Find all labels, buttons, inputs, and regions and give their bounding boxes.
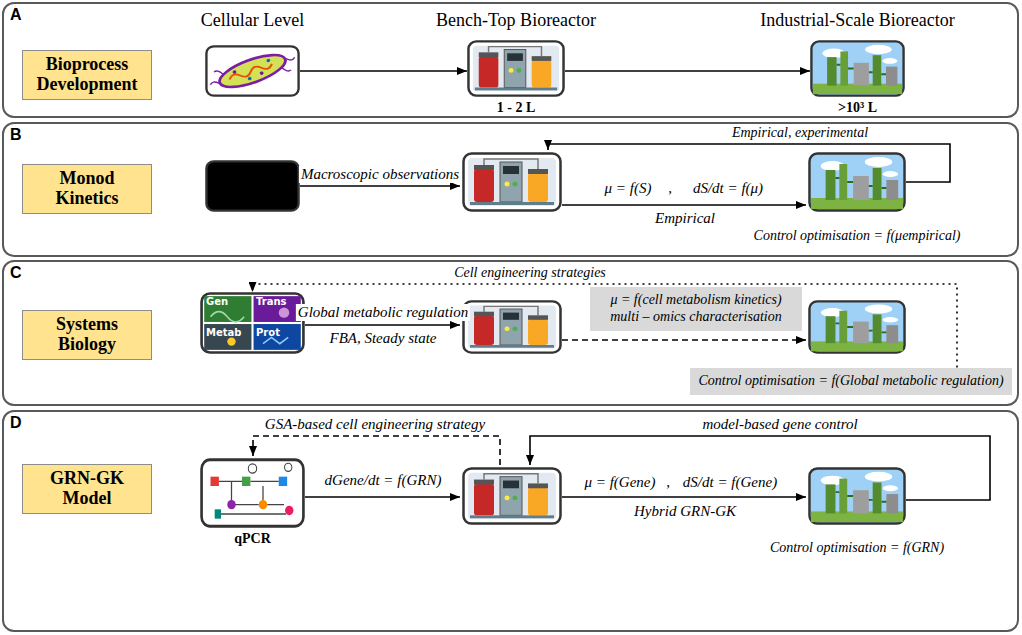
flow-arrow (530, 436, 990, 500)
flow-arrow (562, 496, 806, 498)
icon-heading: Cellular Level (201, 10, 304, 31)
connector-arrow (253, 284, 958, 368)
annotation-label: , (666, 180, 674, 197)
icon-heading: Bench-Top Bioreactor (436, 10, 596, 31)
omics-label: Metab (206, 327, 241, 338)
flow-arrow (305, 324, 460, 326)
row-panel: ABioprocess DevelopmentCellular LevelBen… (2, 2, 1019, 118)
flow-arrow (300, 185, 460, 187)
icon-caption: 1 - 2 L (497, 100, 536, 116)
icon-caption: qPCR (234, 531, 271, 547)
plant-icon (808, 300, 906, 354)
row-letter: A (10, 6, 22, 24)
omics-label: Trans (256, 296, 286, 307)
box-text: Bioprocess Development (29, 55, 145, 95)
box-text: Control optimisation = f(Global metaboli… (698, 373, 1003, 390)
image-box: Gen TransMetab Prot (200, 292, 305, 354)
annotation-label: Empirical, experimental (730, 125, 870, 140)
annotation-label: μ = f(Gene) (583, 474, 658, 491)
flow-arrow (562, 339, 806, 341)
row-letter: D (10, 414, 22, 432)
approach-label-box: GRN-GK Model (22, 464, 152, 514)
annotation-label: FBA, Steady state (327, 330, 438, 347)
box-text: GRN-GK Model (29, 469, 145, 509)
annotation-label: Empirical (653, 210, 717, 227)
plant-icon (808, 152, 906, 212)
approach-label-box: Monod Kinetics (22, 164, 152, 214)
box-text: multi – omics characterisation (610, 309, 782, 326)
image-box: Control optimisation = f(GRN) (808, 467, 906, 525)
omics-label: Gen (206, 296, 228, 307)
image-box: Control optimisation = f(μempirical) (808, 152, 906, 212)
bench-icon (467, 40, 565, 97)
image-box: qPCR (200, 458, 305, 528)
approach-label-box: Bioprocess Development (22, 50, 152, 100)
image-box: Cellular Level (205, 45, 300, 97)
annotation-label: , (664, 474, 672, 491)
connector-arrow (565, 70, 810, 72)
row-letter: B (10, 126, 22, 144)
approach-label-box: Systems Biology (22, 310, 152, 360)
annotation-label: GSA-based cell engineering strategy (263, 416, 487, 433)
edge-label: Cell engineering strategies (452, 265, 608, 280)
annotation-label: μ = f(S) (603, 180, 654, 197)
plant-icon (808, 467, 906, 525)
image-box: Industrial-Scale Bioreactor>10³ L (810, 40, 905, 97)
icon-heading: Industrial-Scale Bioreactor (760, 10, 954, 31)
row-panel: BMonod KineticsControl optimisation = f(… (2, 122, 1019, 257)
equation-box: μ = f(cell metabolism kinetics)multi – o… (590, 287, 802, 331)
cell-icon (205, 45, 300, 97)
annotation-label: dS/dt = f(μ) (691, 180, 765, 197)
box-text: μ = f(cell metabolism kinetics) (610, 292, 781, 309)
row-letter: C (10, 264, 22, 282)
bench-icon (462, 300, 562, 354)
row-panel: D GRN-GK Model qPCR Control optimisation = … (2, 410, 1019, 632)
connector-arrow (300, 70, 467, 72)
icon-caption: Control optimisation = f(μempirical) (754, 228, 961, 244)
annotation-label: Global metabolic regulation (296, 304, 470, 321)
flow-arrow (548, 144, 950, 182)
bench-icon (462, 152, 562, 212)
icon-caption: Control optimisation = f(GRN) (770, 540, 944, 556)
plant-icon (810, 40, 905, 97)
flow-arrow (305, 496, 460, 498)
row-panel: C Systems Biology Gen TransMetab Prot μ = f(c… (2, 260, 1019, 406)
grn-icon (200, 458, 305, 528)
box-text: Systems Biology (29, 315, 145, 355)
box-text: Monod Kinetics (29, 169, 145, 209)
omics-label: Prot (256, 327, 280, 338)
annotation-label: Macroscopic observations (299, 166, 461, 183)
bench-icon (462, 467, 562, 525)
annotation-label: model-based gene control (700, 416, 859, 433)
image-box: Bench-Top Bioreactor1 - 2 L (467, 40, 565, 97)
equation-box: Control optimisation = f(Global metaboli… (690, 368, 1012, 395)
annotation-label: dGene/dt = f(GRN) (323, 472, 444, 489)
annotation-label: Hybrid GRN-GK (632, 503, 738, 520)
icon-caption: >10³ L (838, 100, 877, 116)
annotation-label: dS/dt = f(Gene) (681, 474, 779, 491)
flow-arrow (562, 204, 806, 206)
black-icon (205, 160, 300, 212)
